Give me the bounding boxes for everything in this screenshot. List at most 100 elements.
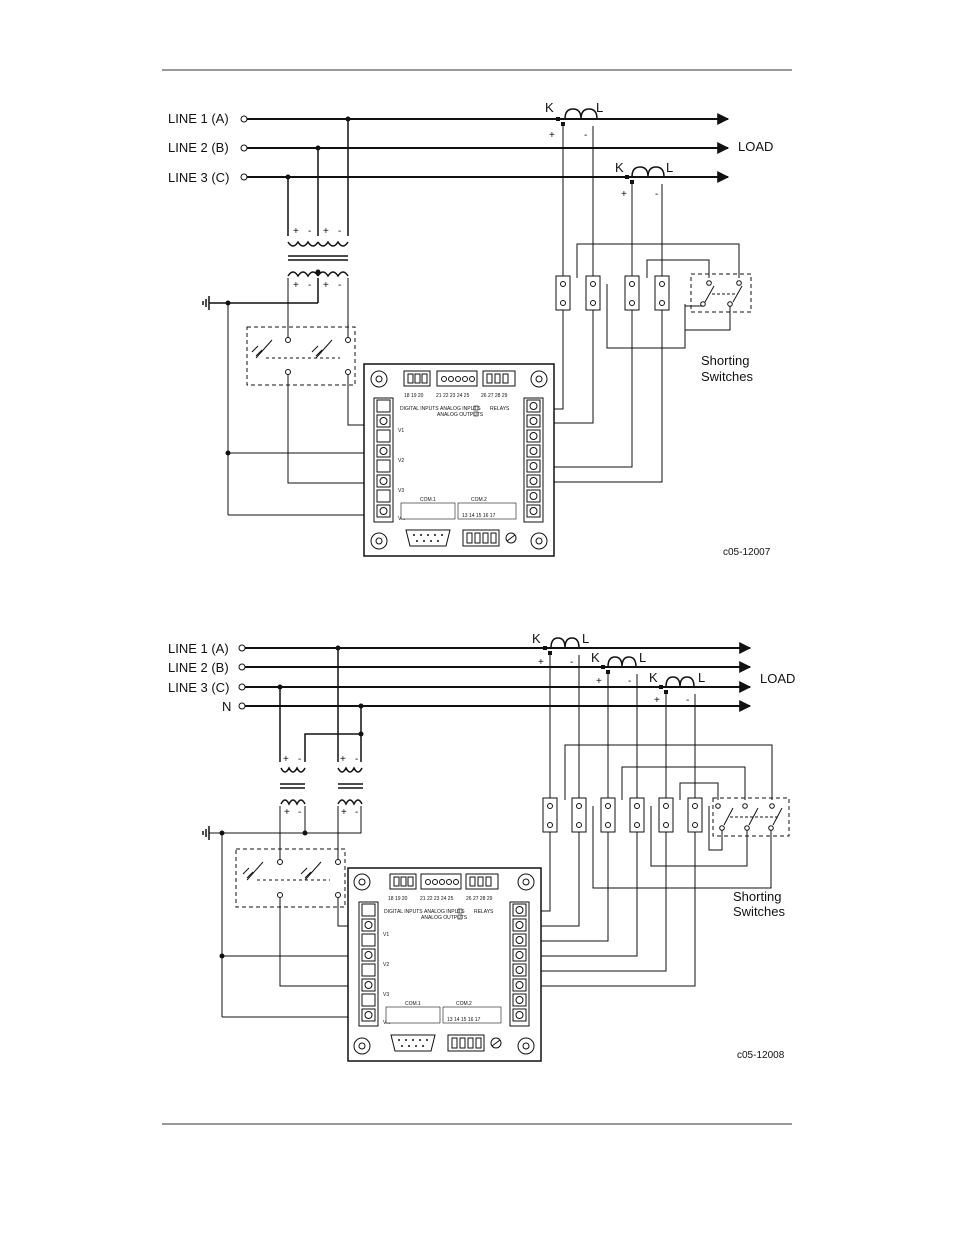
ct3-plus: + bbox=[654, 695, 660, 706]
line-2-terminal bbox=[240, 144, 248, 152]
voltage-terminal-strip bbox=[358, 901, 379, 1027]
pt-minus: - bbox=[338, 226, 341, 237]
pt-plus: + bbox=[340, 754, 346, 765]
ct2-plus: + bbox=[621, 189, 627, 200]
pt-plus: + bbox=[283, 754, 289, 765]
line-3-label: LINE 3 (C) bbox=[168, 680, 229, 695]
line-2-label: LINE 2 (B) bbox=[168, 660, 229, 675]
figure-code: c05-12007 bbox=[723, 547, 771, 558]
meter-top-numbers: 18 19 20 bbox=[388, 896, 408, 902]
shorting-label: Shorting bbox=[701, 353, 749, 368]
potential-transformer-1 bbox=[280, 766, 306, 806]
line-1-label: LINE 1 (A) bbox=[168, 111, 229, 126]
line-2-label: LINE 2 (B) bbox=[168, 140, 229, 155]
v1-label: V1 bbox=[383, 932, 389, 938]
ct1-l: L bbox=[596, 100, 603, 115]
com1-label: COM.1 bbox=[420, 497, 436, 503]
diagram-1: LINE 1 (A) LINE 2 (B) LINE 3 (C) LOAD bbox=[168, 100, 773, 558]
com2-label: COM.2 bbox=[456, 1001, 472, 1007]
potential-transformer-2 bbox=[337, 766, 363, 806]
ct3-l: L bbox=[698, 670, 705, 685]
pt-plus: + bbox=[284, 807, 290, 818]
line-3-label: LINE 3 (C) bbox=[168, 170, 229, 185]
neutral-label: N bbox=[222, 699, 231, 714]
switch-icon bbox=[242, 861, 330, 881]
potential-transformer-2 bbox=[317, 240, 349, 278]
junction-dot bbox=[358, 731, 364, 737]
v3-label: V3 bbox=[383, 992, 389, 998]
voltage-terminal-strip bbox=[373, 397, 394, 523]
line-1-terminal bbox=[240, 115, 248, 123]
relays-label: RELAYS bbox=[474, 909, 494, 915]
current-transformer-3 bbox=[665, 676, 695, 688]
switch-icon bbox=[251, 339, 340, 359]
pt-plus: + bbox=[293, 280, 299, 291]
ct2-minus: - bbox=[655, 189, 658, 200]
ct2-minus: - bbox=[628, 676, 631, 687]
relays-label: RELAYS bbox=[490, 406, 510, 412]
potential-transformer-1 bbox=[287, 240, 319, 278]
meter-top-numbers: 21 22 23 24 25 bbox=[420, 896, 454, 902]
diagram-2: LINE 1 (A) LINE 2 (B) LINE 3 (C) N LOAD bbox=[168, 631, 795, 1062]
power-meter-1: 18 19 20 21 22 23 24 25 26 27 28 29 DIGI… bbox=[363, 363, 555, 557]
pt-plus: + bbox=[293, 226, 299, 237]
meter-top-numbers: 26 27 28 29 bbox=[481, 393, 508, 399]
load-label: LOAD bbox=[738, 139, 773, 154]
pt-plus: + bbox=[341, 807, 347, 818]
meter-top-numbers: 18 19 20 bbox=[404, 393, 424, 399]
com2-label: COM.2 bbox=[471, 497, 487, 503]
pt-minus: - bbox=[338, 280, 341, 291]
serial-port-icon bbox=[390, 1034, 436, 1052]
junction-dot bbox=[219, 953, 225, 959]
current-transformer-1 bbox=[564, 108, 598, 120]
pt-plus: + bbox=[323, 280, 329, 291]
voltage-switch-box bbox=[246, 326, 356, 386]
ct2-l: L bbox=[666, 160, 673, 175]
ct1-plus: + bbox=[549, 130, 555, 141]
pt-plus: + bbox=[323, 226, 329, 237]
voltage-switch-box bbox=[235, 848, 346, 908]
ct2-k: K bbox=[591, 650, 600, 665]
current-transformer-2 bbox=[631, 166, 665, 178]
meter-top-numbers: 21 22 23 24 25 bbox=[436, 393, 470, 399]
shorting-switch-icon bbox=[704, 285, 743, 303]
v2-label: V2 bbox=[383, 962, 389, 968]
line-1-label: LINE 1 (A) bbox=[168, 641, 229, 656]
pt-minus: - bbox=[298, 754, 301, 765]
pt-minus: - bbox=[298, 807, 301, 818]
ct2-plus: + bbox=[596, 676, 602, 687]
com-bottom-numbers: 13 14 15 16 17 bbox=[447, 1017, 481, 1023]
digital-inputs-label: DIGITAL INPUTS bbox=[400, 406, 439, 412]
junction-dot bbox=[302, 830, 308, 836]
ct-terminal-blocks bbox=[542, 797, 703, 833]
v1-label: V1 bbox=[398, 428, 404, 434]
ct1-k: K bbox=[545, 100, 554, 115]
v2-label: V2 bbox=[398, 458, 404, 464]
junction-dot bbox=[225, 450, 231, 456]
ct1-l: L bbox=[582, 631, 589, 646]
ct3-k: K bbox=[649, 670, 658, 685]
load-label: LOAD bbox=[760, 671, 795, 686]
ct1-minus: - bbox=[584, 130, 587, 141]
current-terminal-strip bbox=[509, 901, 530, 1027]
ct2-k: K bbox=[615, 160, 624, 175]
meter-top-numbers: 26 27 28 29 bbox=[466, 896, 493, 902]
ct1-plus: + bbox=[538, 657, 544, 668]
shorting-switch-icon bbox=[723, 807, 783, 826]
com1-label: COM.1 bbox=[405, 1001, 421, 1007]
switches-label: Switches bbox=[701, 369, 754, 384]
v3-label: V3 bbox=[398, 488, 404, 494]
ct2-l: L bbox=[639, 650, 646, 665]
pt-minus: - bbox=[355, 754, 358, 765]
digital-inputs-label: DIGITAL INPUTS bbox=[384, 909, 423, 915]
pt-minus: - bbox=[308, 226, 311, 237]
pt-minus: - bbox=[308, 280, 311, 291]
switches-label: Switches bbox=[733, 904, 786, 919]
com-bottom-numbers: 13 14 15 16 17 bbox=[462, 513, 496, 519]
power-meter-2: 18 19 20 21 22 23 24 25 26 27 28 29 DIGI… bbox=[347, 867, 542, 1062]
analog-inputs-label: ANALOG INPUTS bbox=[440, 406, 481, 412]
shorting-label: Shorting bbox=[733, 889, 781, 904]
ground-icon bbox=[202, 278, 319, 310]
figure-code: c05-12008 bbox=[737, 1050, 785, 1061]
